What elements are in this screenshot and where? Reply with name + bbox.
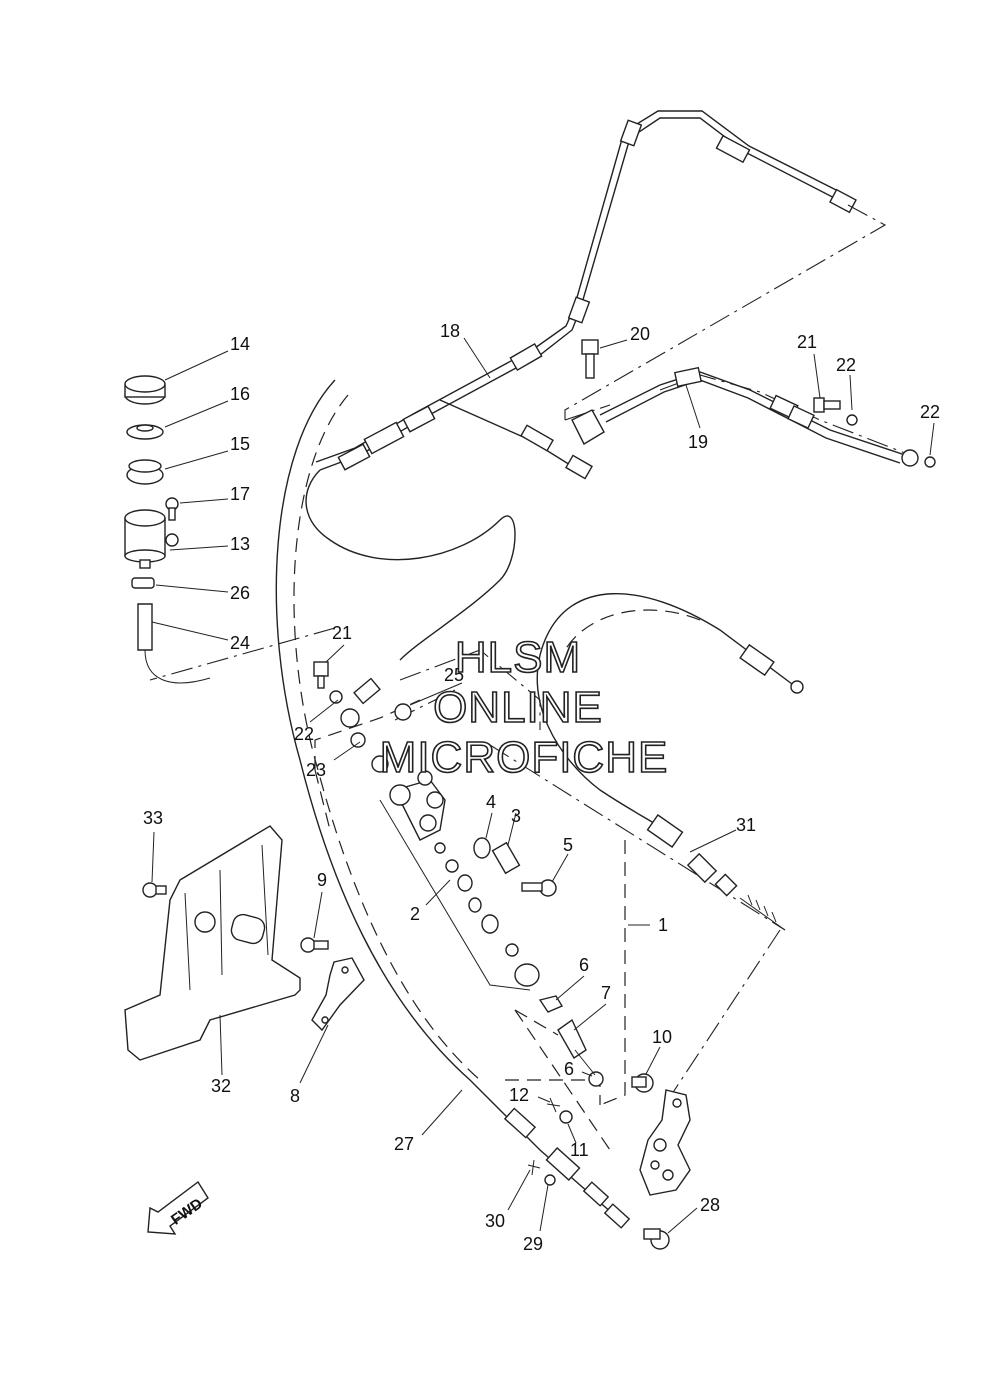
- watermark: HLSM ONLINE MICROFICHE: [379, 632, 669, 783]
- callout-18: 18: [440, 321, 460, 341]
- callout-21-left: 21: [332, 623, 352, 643]
- callout-30: 30: [485, 1211, 505, 1231]
- callout-29: 29: [523, 1234, 543, 1254]
- callout-4: 4: [486, 792, 496, 812]
- washer-22-icon: [846, 414, 858, 426]
- diaphragm-plate-16-icon: [126, 424, 164, 440]
- callout-28: 28: [700, 1195, 720, 1215]
- callout-21-right: 21: [797, 332, 817, 352]
- guard-32-icon: [124, 825, 301, 1061]
- callout-23: 23: [306, 760, 326, 780]
- leader-lines: [151, 337, 935, 1234]
- callout-6-lower: 6: [564, 1059, 574, 1079]
- callout-12: 12: [509, 1085, 529, 1105]
- callout-26: 26: [230, 583, 250, 603]
- pin-28-icon: [643, 1228, 670, 1250]
- callout-9: 9: [317, 870, 327, 890]
- callout-14: 14: [230, 334, 250, 354]
- callout-31: 31: [736, 815, 756, 835]
- watermark-line1: HLSM: [455, 633, 581, 682]
- cable-31: [536, 593, 804, 931]
- callout-33: 33: [143, 808, 163, 828]
- reservoir-13-icon: [124, 509, 179, 569]
- bracket-8-icon: [311, 957, 365, 1032]
- callout-1: 1: [658, 915, 668, 935]
- callout-25: 25: [444, 665, 464, 685]
- bolt-9-icon: [300, 937, 329, 953]
- master-cylinder-parts: [313, 661, 654, 1151]
- callout-3: 3: [511, 806, 521, 826]
- cable-27: [275, 379, 631, 1229]
- callouts: 14 16 15 17 13 26 24 18 20 21 22 22 19 2…: [143, 321, 940, 1254]
- bolt-21-right-icon: [813, 397, 841, 413]
- brake-hose-rear: [571, 366, 919, 467]
- bolt-33-icon: [142, 882, 167, 898]
- reservoir-cap-14-icon: [124, 375, 166, 405]
- callout-32: 32: [211, 1076, 231, 1096]
- watermark-line2: ONLINE: [433, 683, 603, 732]
- callout-5: 5: [563, 835, 573, 855]
- callout-22-left: 22: [294, 724, 314, 744]
- bolt-20-icon: [581, 339, 599, 379]
- callout-10: 10: [652, 1027, 672, 1047]
- callout-20: 20: [630, 324, 650, 344]
- callout-7: 7: [601, 983, 611, 1003]
- callout-24: 24: [230, 633, 250, 653]
- callout-13: 13: [230, 534, 250, 554]
- fwd-arrow-icon: FWD: [147, 1180, 209, 1235]
- callout-11: 11: [570, 1140, 589, 1160]
- callout-22-right-b: 22: [920, 402, 940, 422]
- callout-8: 8: [290, 1086, 300, 1106]
- brake-lever-bracket: [639, 1089, 691, 1196]
- hose-24-icon: [137, 603, 211, 684]
- callout-19: 19: [688, 432, 708, 452]
- clamp-26-icon: [131, 577, 155, 589]
- callout-2: 2: [410, 904, 420, 924]
- watermark-line3: MICROFICHE: [380, 733, 669, 782]
- callout-15: 15: [230, 434, 250, 454]
- brake-hose-upper: [305, 110, 857, 661]
- callout-22-right-a: 22: [836, 355, 856, 375]
- callout-27: 27: [394, 1134, 414, 1154]
- diaphragm-15-icon: [126, 459, 164, 485]
- washer-22b-icon: [924, 456, 936, 468]
- callout-6-upper: 6: [579, 955, 589, 975]
- screw-17-icon: [165, 497, 179, 521]
- callout-17: 17: [230, 484, 250, 504]
- callout-16: 16: [230, 384, 250, 404]
